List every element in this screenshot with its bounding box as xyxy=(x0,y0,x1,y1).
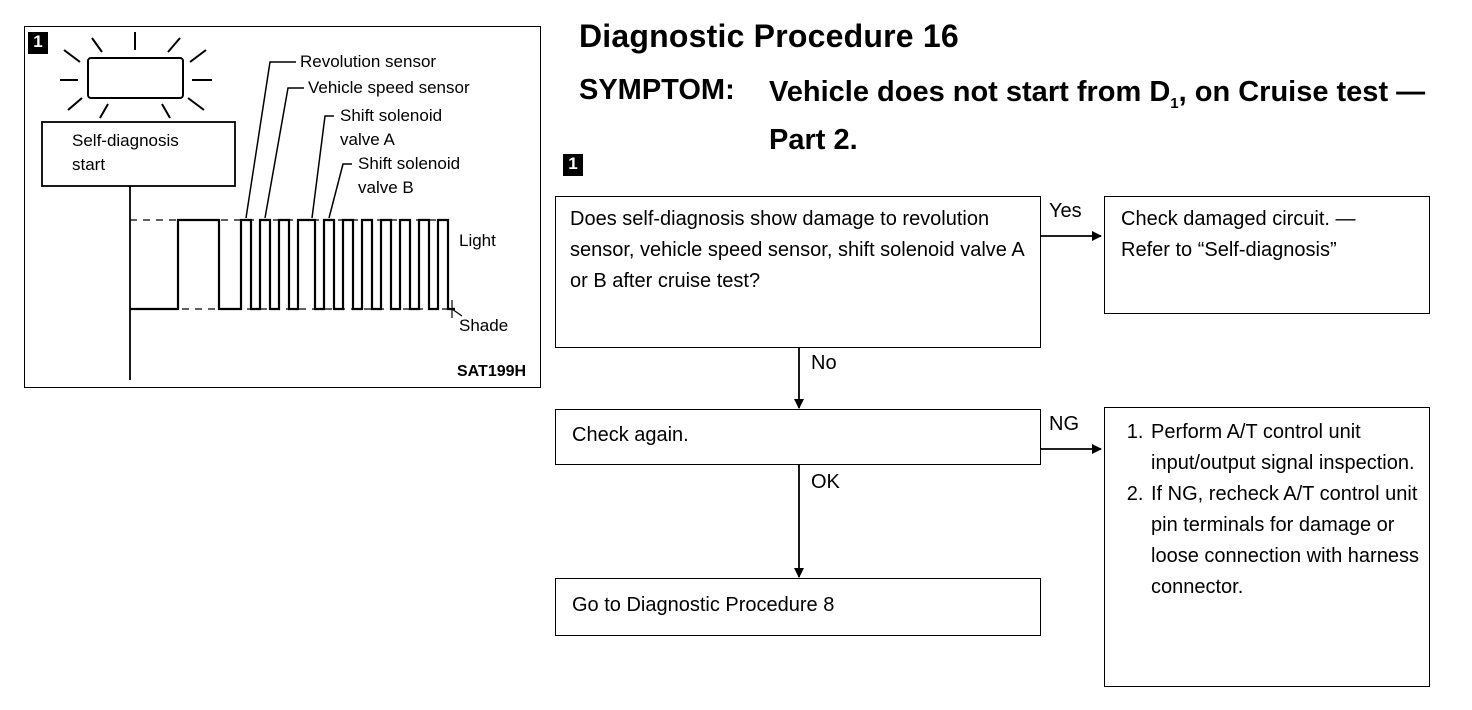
figure-code: SAT199H xyxy=(457,363,527,380)
symptom-pre: Vehicle does not start from D xyxy=(769,76,1171,108)
symptom-post: , on Cruise test — Part 2. xyxy=(769,76,1426,156)
ng-step-1: Perform A/T control unit input/output si… xyxy=(1149,417,1419,479)
page-title: Diagnostic Procedure 16 xyxy=(579,18,959,54)
revolution-sensor-label: Revolution sensor xyxy=(300,52,437,71)
yes-result-line-1: Check damaged circuit. — xyxy=(1121,208,1356,230)
go-to-box: Go to Diagnostic Procedure 8 xyxy=(555,578,1041,636)
symptom-text: Vehicle does not start from D1, on Cruis… xyxy=(769,74,1429,158)
step-badge-figure: 1 xyxy=(28,32,48,54)
symptom-key: SYMPTOM: xyxy=(579,74,735,106)
symptom-sub: 1 xyxy=(1170,94,1179,112)
ng-step-2: If NG, recheck A/T control unit pin term… xyxy=(1149,479,1419,603)
no-label: No xyxy=(811,352,837,374)
self-diagnosis-illustration xyxy=(24,26,541,388)
shift-solenoid-a-label-1: Shift solenoid xyxy=(340,106,443,125)
step-badge-flow: 1 xyxy=(563,154,583,176)
vehicle-speed-sensor-label: Vehicle speed sensor xyxy=(308,78,470,97)
waveform-diagram xyxy=(41,32,463,380)
ng-label: NG xyxy=(1049,413,1079,435)
self-diagnosis-label-2: start xyxy=(72,155,106,174)
shift-solenoid-b-label-2: valve B xyxy=(358,178,414,197)
self-diagnosis-label-1: Self-diagnosis xyxy=(72,131,179,150)
question-text: Does self-diagnosis show damage to revol… xyxy=(570,208,1024,292)
go-to-text: Go to Diagnostic Procedure 8 xyxy=(572,594,835,616)
check-again-text: Check again. xyxy=(572,424,689,446)
light-label: Light xyxy=(459,231,496,250)
check-again-box: Check again. xyxy=(555,409,1041,465)
shift-solenoid-b-label-1: Shift solenoid xyxy=(358,154,461,173)
yes-result-box: Check damaged circuit. — Refer to “Self-… xyxy=(1104,196,1430,314)
yes-result-line-2: Refer to “Self-diagnosis” xyxy=(1121,239,1337,261)
ng-steps-list: Perform A/T control unit input/output si… xyxy=(1105,417,1419,603)
shift-solenoid-a-label-2: valve A xyxy=(340,130,395,149)
yes-label: Yes xyxy=(1049,200,1082,222)
question-box: Does self-diagnosis show damage to revol… xyxy=(555,196,1041,348)
ng-result-box: Perform A/T control unit input/output si… xyxy=(1104,407,1430,687)
lamp-icon xyxy=(60,32,212,119)
ok-label: OK xyxy=(811,471,840,493)
shade-label: Shade xyxy=(459,316,509,335)
